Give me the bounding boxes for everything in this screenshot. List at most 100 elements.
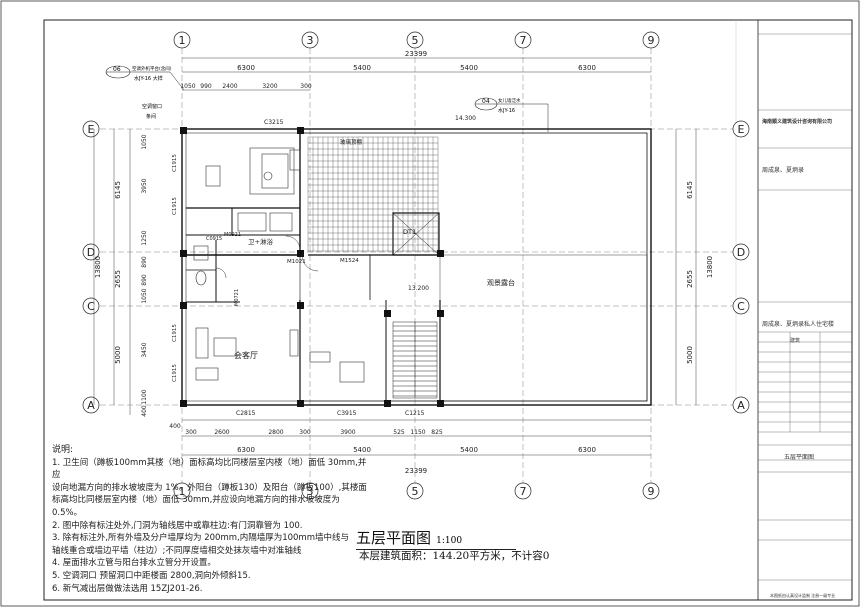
grid-bubble-top: 7 [520, 34, 527, 47]
grid-bubble-left: D [87, 246, 95, 259]
dim-top-sub: 1050 [180, 83, 195, 90]
dim-left-sub: 3950 [141, 178, 148, 193]
door-m0721: M0721 [234, 289, 240, 306]
dim-left-sub: 3450 [141, 342, 148, 357]
grid-bubble-right: C [737, 300, 745, 313]
drawing-title-text: 五层平面图 [356, 529, 432, 547]
window-c1915-a: C1915 [172, 154, 178, 172]
dim-top-sub: 3200 [262, 83, 277, 90]
design-notes: 说明: 1. 卫生间（蹲板100mm其楼（地）面标高均比同楼层室内楼（地）面低 … [52, 444, 372, 595]
dim-bottom-left: 400 [169, 423, 181, 430]
dim-left-sub: 890 [141, 256, 148, 268]
dim-bottom-sub: 525 [393, 429, 405, 436]
window-c1915-d: C1915 [172, 364, 178, 382]
svg-text:水JY-16: 水JY-16 [498, 107, 515, 114]
grid-bubble-bottom: 3 [307, 485, 314, 498]
title-block-lines [758, 33, 852, 581]
grid-bubble-right: D [737, 246, 745, 259]
svg-text:女儿墙泛水: 女儿墙泛水 [498, 97, 521, 104]
dim-bottom-bay: 6300 [237, 446, 255, 454]
company-name: 海南顺义建筑设计咨询有限公司 [762, 119, 833, 125]
note-line: 轴线重合或墙边平墙（柱边）;不同厚度墙相交处抹灰墙中对准轴线 [52, 545, 302, 556]
bath-label: 卫+淋浴 [248, 237, 273, 246]
dim-left-sub: 1250 [141, 230, 148, 245]
note-line: 1. 卫生间（蹲板100mm其楼（地）面标高均比同楼层室内楼（地）面低 30mm… [52, 457, 367, 481]
glass-roof-hatch [307, 136, 439, 252]
dim-bottom-sub: 2600 [214, 429, 229, 436]
dim-bottom-sub: 825 [431, 429, 443, 436]
dim-top-overall: 23399 [405, 50, 427, 58]
note-line: 6. 新气减出层做做法选用 15ZJ201-26. [52, 583, 203, 594]
grid-bubble-right: A [737, 399, 745, 412]
doors [215, 235, 319, 279]
project-full-name: 周成泉、夏炳录私人住宅楼 [762, 321, 835, 328]
grid-bubble-top: 3 [307, 34, 314, 47]
dim-bottom-sub: 1150 [410, 429, 425, 436]
dim-top-bay: 5400 [353, 64, 371, 72]
svg-text:04: 04 [482, 98, 490, 105]
inner-border [43, 19, 853, 601]
dim-left-sub: 890 [141, 274, 148, 286]
walls [181, 128, 652, 406]
dim-left-bay: 5000 [114, 346, 122, 364]
dim-bottom-bay: 5400 [460, 446, 478, 454]
dim-left-sub: 1050 [141, 288, 148, 303]
elevation-14300: 14.300 [455, 115, 476, 122]
grid-bubble-top: 9 [648, 34, 655, 47]
grid-bubble-left: A [87, 399, 95, 412]
dim-top-sub: 2400 [222, 83, 237, 90]
grid-bubble-bottom: 1 [179, 485, 186, 498]
window-c1915-c: C1915 [172, 324, 178, 342]
staircase [392, 321, 438, 399]
door-m0921: M0921 [224, 232, 241, 238]
note-line: 4. 屋面排水立管与阳台排水立管分开设置。 [52, 558, 216, 569]
dim-bottom-sub: 300 [185, 429, 197, 436]
note-line: 设向地漏方向的排水坡坡度为 1%。外阳台（蹲板130）及阳台（蹲板100）,其楼… [52, 482, 367, 493]
svg-text:条间: 条间 [146, 113, 156, 120]
note-line: 2. 图中除有标注处外,门洞为轴线居中或靠柱边:有门洞靠管为 100. [52, 520, 303, 531]
dim-top-bay: 5400 [460, 64, 478, 72]
grid-bubble-top: 1 [179, 34, 186, 47]
dim-left-overall: 13800 [94, 256, 102, 278]
elevation-13200: 13.200 [408, 285, 429, 292]
door-m1021: M1021 [287, 259, 306, 265]
svg-text:空调窗口: 空调窗口 [142, 103, 162, 110]
grid-bubble-top: 5 [412, 34, 419, 47]
dimension-lines [93, 57, 697, 456]
dim-bottom-bay: 5400 [353, 446, 371, 454]
dim-right-bay: 2655 [686, 270, 694, 288]
dim-right-overall: 13800 [706, 256, 714, 278]
dim-left-sub: 1100 [141, 389, 148, 404]
dim-top-bay: 6300 [237, 64, 255, 72]
note-line: 5. 空调洞口 预留洞口中距楼面 2800,洞向外倾斜15. [52, 570, 251, 581]
window-c0915: C0915 [206, 236, 222, 242]
grid-bubble-left: E [88, 123, 95, 136]
dim-top-bay: 6300 [578, 64, 596, 72]
callout-04: 04 女儿墙泛水 水JY-16 [474, 97, 549, 132]
dim-bottom-bay: 6300 [578, 446, 596, 454]
grid-bubble-bottom: 5 [412, 485, 419, 498]
discipline: 建筑 [790, 338, 801, 344]
note-line: 标高均比同楼层室内楼（地）面低 30mm,并应设向地漏方向的排水坡坡度为 0.5… [52, 495, 340, 518]
dim-bottom-sub: 300 [299, 429, 311, 436]
notes-heading: 说明: [52, 445, 74, 455]
svg-text:水JY-16 大样: 水JY-16 大样 [134, 75, 163, 82]
dim-left-bay: 6145 [114, 181, 122, 199]
svg-text:06: 06 [113, 66, 121, 73]
callout-06: 06 空调外机平台(含间) 水JY-16 大样 空调窗口 条间 [105, 65, 185, 120]
dim-bottom-sub: 2800 [268, 429, 283, 436]
living-furniture [195, 327, 365, 383]
dim-left-bay: 2655 [114, 270, 122, 288]
drawing-scale: 1:100 [436, 536, 463, 546]
dim-left-sub: 400 [141, 405, 148, 417]
guest-room-label: 会客厅 [234, 350, 258, 360]
terrace-label: 观景露台 [487, 278, 515, 287]
window-c2815: C2815 [236, 410, 256, 417]
svg-text:空调外机平台(含间): 空调外机平台(含间) [132, 65, 172, 72]
door-m1524: M1524 [340, 258, 359, 264]
columns [180, 127, 444, 407]
